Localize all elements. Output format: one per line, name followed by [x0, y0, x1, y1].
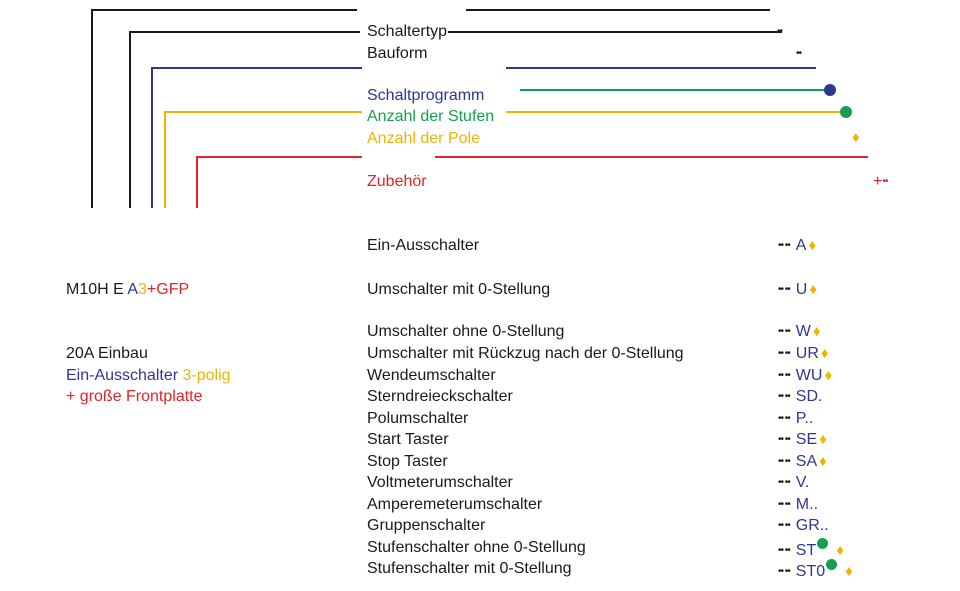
program-code: •• •• W♦ [778, 322, 821, 342]
program-code-letters: SE [795, 431, 818, 449]
program-name: Wendeumschalter [367, 367, 496, 384]
program-name: Voltmeterumschalter [367, 474, 513, 491]
code-prefix-dots: •• •• [778, 348, 791, 359]
code-prefix-dots: •• •• [778, 240, 791, 251]
label-stufen: Anzahl der Stufen [367, 108, 495, 125]
poles-diamond-icon: ♦ [824, 367, 833, 385]
program-code: •• •• P.. [778, 409, 813, 429]
code-prefix-dots: •• •• [778, 520, 791, 531]
line-bauform [129, 31, 360, 208]
program-code-letters: ST [795, 542, 817, 559]
line-pole [164, 111, 362, 208]
line-schaltertyp [91, 9, 357, 208]
label-bauform: Bauform [367, 45, 428, 62]
program-code-letters: W [795, 323, 811, 341]
code-prefix-dots: •• •• [778, 391, 791, 402]
program-name: Stufenschalter mit 0-Stellung [367, 560, 572, 577]
code-prefix-dots: •• •• [778, 284, 791, 295]
program-name: Umschalter ohne 0-Stellung [367, 323, 565, 340]
steps-green-dot-icon [817, 538, 829, 549]
poles-diamond-icon: ♦ [808, 237, 817, 255]
code-prefix-dots: •• •• [778, 544, 791, 556]
program-code: •• •• A♦ [778, 236, 816, 256]
code-prefix-dots: •• •• [778, 456, 791, 467]
code-prefix-dots: •• •• [778, 565, 791, 577]
program-name: Stop Taster [367, 453, 448, 470]
code-prefix-dots: •• •• [778, 370, 791, 381]
program-name: Umschalter mit 0-Stellung [367, 281, 551, 298]
program-name: Umschalter mit Rückzug nach der 0-Stellu… [367, 345, 684, 362]
program-code: •• •• ST ♦ [778, 538, 844, 561]
program-code-letters: SD. [795, 388, 823, 406]
zubehoer-symbol: +•• [873, 173, 888, 191]
pole-diamond-icon: ♦ [852, 129, 860, 146]
example-line-1: 20A Einbau [66, 345, 148, 362]
program-name: Start Taster [367, 431, 449, 448]
program-code: •• •• WU♦ [778, 366, 832, 386]
poles-diamond-icon: ♦ [812, 323, 821, 341]
poles-diamond-icon: ♦ [820, 345, 829, 363]
program-name: Stufenschalter ohne 0-Stellung [367, 539, 586, 556]
program-name: Gruppenschalter [367, 517, 486, 534]
label-schaltertyp: Schaltertyp [367, 23, 448, 40]
program-code-letters: V. [795, 474, 810, 492]
code-prefix-dots: •• •• [778, 326, 791, 337]
code-prefix-dots: •• •• [778, 477, 791, 488]
poles-diamond-icon: ♦ [819, 431, 827, 449]
line-schaltprogramm [151, 67, 362, 208]
program-code-letters: U [795, 281, 808, 299]
program-code-letters: A [795, 237, 807, 255]
label-zubehoer: Zubehör [367, 173, 427, 190]
program-code: •• •• M.. [778, 495, 818, 515]
steps-green-dot-icon [826, 559, 838, 570]
poles-diamond-icon: ♦ [836, 542, 844, 559]
blue-dot-marker [824, 84, 836, 96]
program-code: •• •• GR.. [778, 516, 829, 536]
bauform-dots: •• [796, 48, 802, 59]
program-code: •• •• SE♦ [778, 430, 827, 450]
poles-diamond-icon: ♦ [845, 563, 853, 580]
label-schaltprogramm: Schaltprogramm [367, 87, 485, 104]
program-name: Ein-Ausschalter [367, 237, 480, 254]
program-code: •• •• SD. [778, 387, 822, 407]
program-name: Polumschalter [367, 410, 469, 427]
program-code: •• •• U♦ [778, 280, 817, 300]
program-code: •• •• ST0 ♦ [778, 559, 853, 582]
program-code-letters: WU [795, 367, 823, 385]
poles-diamond-icon: ♦ [809, 281, 818, 299]
program-code: •• •• SA♦ [778, 452, 827, 472]
line-zubehoer [196, 156, 362, 208]
code-prefix-dots: •• •• [778, 413, 791, 424]
program-code-letters: GR.. [795, 517, 829, 535]
example-code: M10H E A3+GFP [66, 281, 190, 298]
program-code: •• •• UR♦ [778, 344, 829, 364]
program-code-letters: UR [795, 345, 819, 363]
program-name: Sterndreieckschalter [367, 388, 513, 405]
program-code: •• •• V. [778, 473, 809, 493]
poles-diamond-icon: ♦ [819, 453, 827, 471]
example-line-3: + große Frontplatte [66, 388, 203, 405]
green-dot-marker [840, 106, 852, 118]
program-code-letters: P.. [795, 410, 814, 428]
program-name: Amperemeterumschalter [367, 496, 543, 513]
program-code-letters: M.. [795, 496, 819, 514]
code-prefix-dots: •• •• [778, 499, 791, 510]
schaltertyp-dots: •• [777, 26, 783, 37]
label-pole: Anzahl der Pole [367, 130, 480, 147]
code-prefix-dots: •• •• [778, 434, 791, 445]
example-line-2: Ein-Ausschalter 3-polig [66, 367, 231, 384]
program-code-letters: ST0 [795, 563, 826, 580]
program-code-letters: SA [795, 453, 818, 471]
